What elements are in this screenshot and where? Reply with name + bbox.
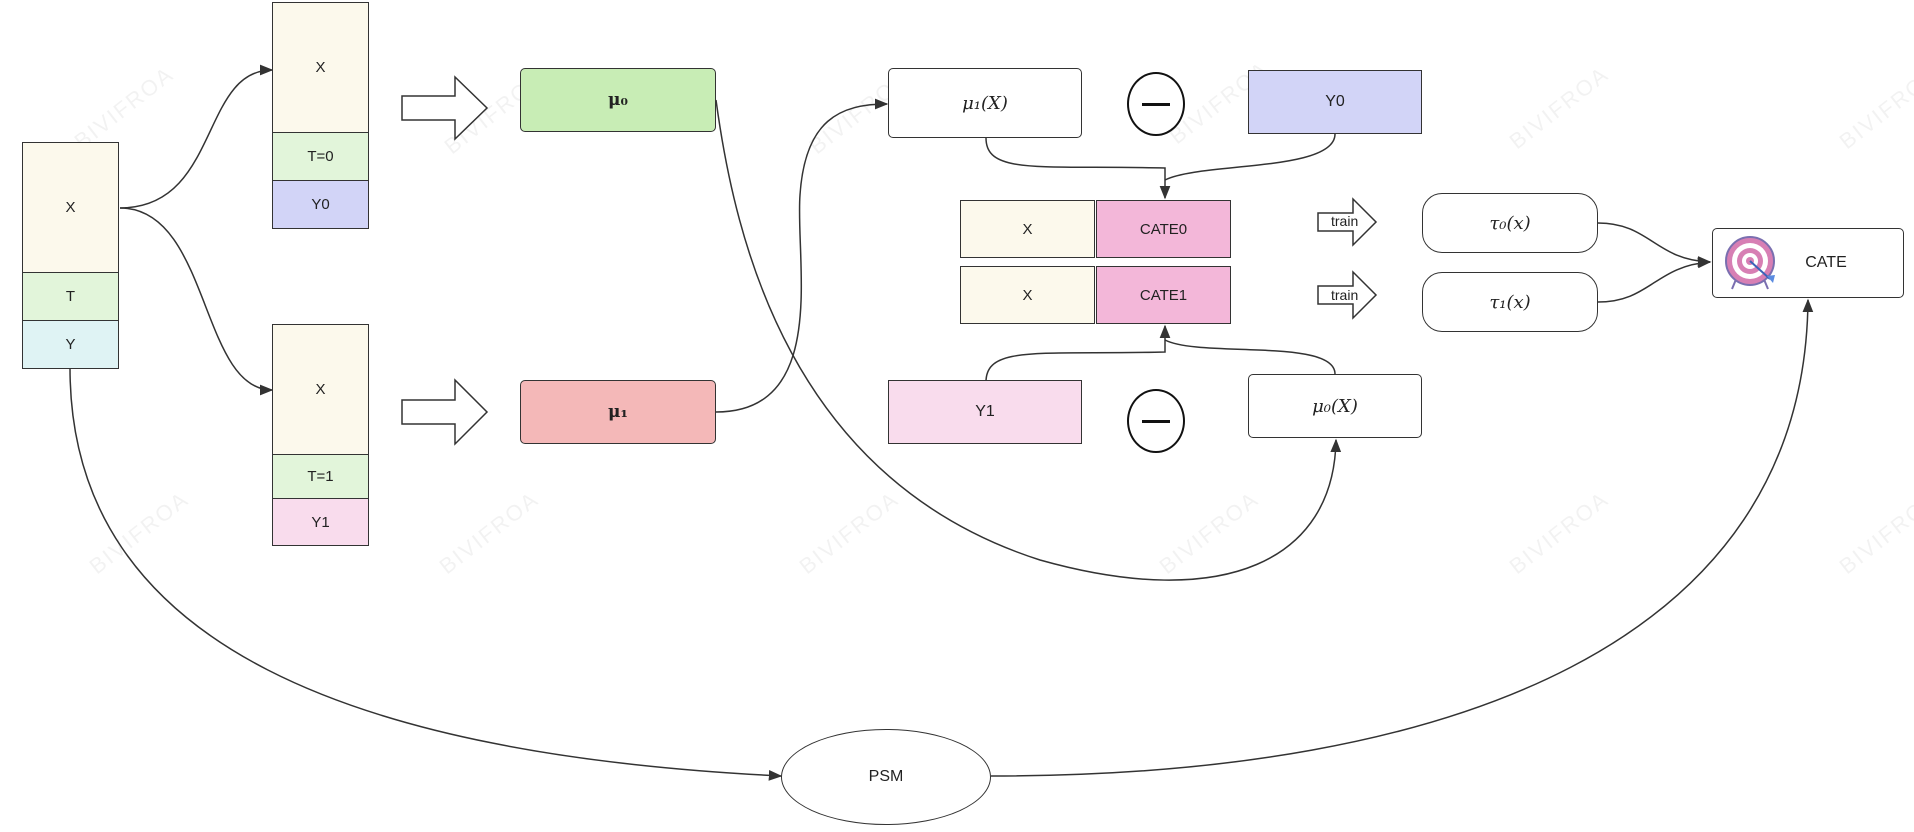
cate0-x-cell: X <box>960 200 1095 258</box>
mu0-of-x-box: μ₀(X) <box>1248 374 1422 438</box>
edge-y1-to-cate1 <box>985 324 1171 383</box>
cate1-x-cell: X <box>960 266 1095 324</box>
edge-mu1x-to-cate0 <box>985 137 1171 200</box>
control-y-cell: Y0 <box>272 180 369 229</box>
edge-mu1-to-mu1x <box>715 98 889 413</box>
edge-y0-to-cate0 <box>1164 133 1336 181</box>
train-label: train <box>1331 213 1359 229</box>
train-label: train <box>1331 287 1359 303</box>
edge-input-to-control <box>119 64 274 209</box>
input-t-cell: T <box>22 272 119 321</box>
mu0-model: μ₀ <box>520 68 716 132</box>
y0-box: Y0 <box>1248 70 1422 134</box>
cate-output-label: CATE <box>1805 254 1847 271</box>
edge-input-to-treated <box>119 207 274 396</box>
edge-y-to-psm <box>69 367 783 781</box>
edge-tau0-to-cate <box>1597 222 1712 267</box>
minus-circle-icon <box>1127 72 1185 136</box>
input-y-cell: Y <box>22 320 119 369</box>
edge-tau1-to-cate <box>1597 257 1712 303</box>
treated-x-cell: X <box>272 324 369 455</box>
block-arrow-icon <box>401 378 489 446</box>
tau0-model: τ₀(x) <box>1422 193 1598 253</box>
block-arrow-icon <box>401 75 489 141</box>
cate0-cell: CATE0 <box>1096 200 1231 258</box>
block-arrow-icon <box>1317 270 1378 320</box>
minus-circle-icon <box>1127 389 1185 453</box>
y1-box: Y1 <box>888 380 1082 444</box>
treated-y-cell: Y1 <box>272 498 369 546</box>
mu1-of-x-box: μ₁(X) <box>888 68 1082 138</box>
psm-node: PSM <box>781 729 991 825</box>
edge-mu0x-to-cate1 <box>1164 339 1336 375</box>
input-x-cell: X <box>22 142 119 273</box>
block-arrow-icon <box>1317 197 1378 247</box>
target-icon <box>1725 236 1775 290</box>
edge-mu0-to-mu0x <box>715 99 1342 581</box>
mu1-model: μ₁ <box>520 380 716 444</box>
cate-output-box: CATE <box>1712 228 1904 298</box>
cate1-cell: CATE1 <box>1096 266 1231 324</box>
treated-t-cell: T=1 <box>272 454 369 499</box>
tau1-model: τ₁(x) <box>1422 272 1598 332</box>
edge-psm-to-cate <box>990 298 1814 777</box>
control-t-cell: T=0 <box>272 132 369 181</box>
control-x-cell: X <box>272 2 369 133</box>
